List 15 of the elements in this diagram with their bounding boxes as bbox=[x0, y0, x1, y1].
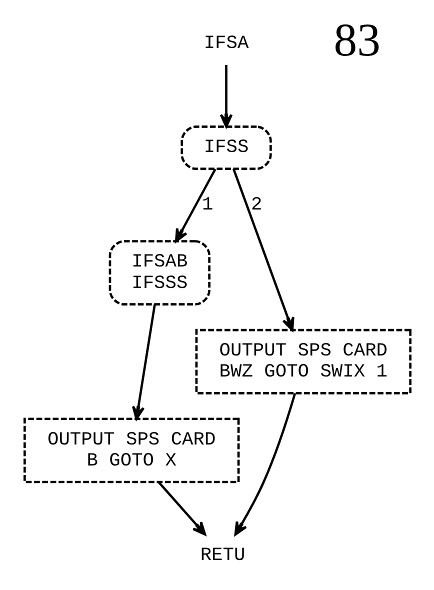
arrow bbox=[232, 168, 294, 332]
edge-label: 2 bbox=[250, 193, 262, 216]
node-box: OUTPUT SPS CARD BWZ GOTO SWIX 1 bbox=[194, 328, 411, 394]
node-box: IFSAB IFSSS bbox=[108, 240, 210, 306]
arrow bbox=[158, 482, 206, 536]
node-box: IFSS bbox=[180, 126, 272, 170]
arrow bbox=[174, 168, 216, 242]
label: 83 bbox=[333, 14, 380, 66]
arrow bbox=[234, 392, 296, 536]
edge-label: 1 bbox=[201, 193, 213, 216]
node-text: RETU bbox=[200, 544, 245, 566]
arrow bbox=[131, 304, 156, 420]
node-box: OUTPUT SPS CARD B GOTO X bbox=[23, 418, 240, 484]
node-text: IFSA bbox=[203, 32, 248, 54]
arrow bbox=[219, 65, 232, 128]
